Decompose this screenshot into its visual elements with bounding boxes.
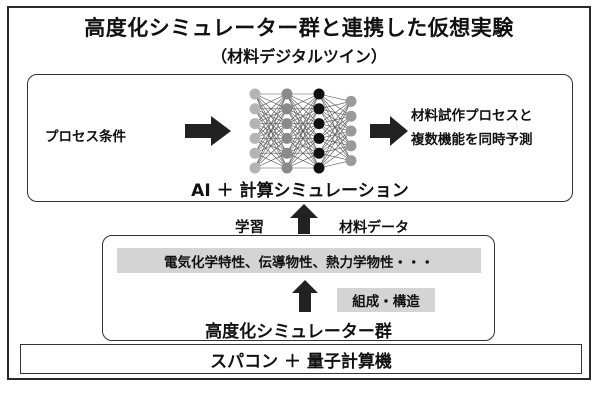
nn-edge: [286, 93, 320, 154]
nn-node: [281, 132, 293, 144]
diagram-title: 高度化シミュレーター群と連携した仮想実験: [84, 16, 514, 40]
nn-node: [345, 110, 357, 122]
nn-node: [313, 132, 325, 144]
diagram-frame: 高度化シミュレーター群と連携した仮想実験 （材料デジタルツイン） プロセス条件 …: [7, 6, 591, 380]
nn-edge: [254, 93, 288, 154]
nn-edge: [318, 130, 352, 169]
nn-edge: [254, 138, 288, 169]
neural-network-nodes: [249, 88, 357, 174]
output-line-1: 材料試作プロセスと: [411, 108, 533, 124]
nn-edge: [254, 93, 288, 139]
nn-edge: [318, 101, 352, 124]
nn-edge: [286, 93, 320, 124]
learning-label: 学習: [235, 220, 264, 236]
nn-node: [345, 95, 357, 107]
nn-edge: [286, 93, 320, 110]
nn-edge: [254, 152, 288, 169]
nn-node: [281, 118, 293, 130]
nn-node: [313, 103, 325, 115]
nn-node: [249, 162, 261, 174]
nn-edge: [254, 93, 288, 124]
nn-node: [313, 162, 325, 174]
input-arrow-icon: [185, 116, 231, 146]
composition-structure-box: 組成・構造: [337, 288, 435, 312]
nn-node: [313, 88, 325, 100]
nn-edge: [318, 145, 352, 169]
nn-node: [249, 103, 261, 115]
nn-node: [281, 103, 293, 115]
nn-node: [345, 140, 357, 152]
learning-up-arrow-icon: [290, 204, 318, 234]
nn-node: [281, 88, 293, 100]
nn-node: [249, 132, 261, 144]
nn-node: [313, 147, 325, 159]
material-data-label: 材料データ: [339, 220, 409, 236]
nn-node: [313, 118, 325, 130]
output-line-2: 複数機能を同時予測: [411, 132, 533, 148]
nn-edge: [286, 123, 320, 169]
nn-node: [345, 155, 357, 167]
nn-edge: [254, 123, 288, 169]
nn-node: [281, 162, 293, 174]
nn-node: [249, 88, 261, 100]
nn-node: [249, 147, 261, 159]
nn-node: [345, 125, 357, 137]
nn-node: [281, 147, 293, 159]
output-arrow-icon: [370, 116, 408, 146]
nn-edge: [254, 108, 288, 169]
nn-edge: [318, 101, 352, 169]
nn-edge: [286, 152, 320, 169]
simulator-up-arrow-icon: [292, 280, 318, 312]
nn-edge: [286, 108, 320, 169]
process-conditions-label: プロセス条件: [45, 129, 126, 145]
neural-network-edges: [254, 93, 352, 169]
nn-edge: [254, 93, 288, 110]
ai-computation-label: AI ＋ 計算シミュレーション: [191, 181, 409, 201]
diagram-subtitle: （材料デジタルツイン）: [211, 47, 387, 66]
nn-edge: [286, 93, 320, 169]
prediction-output-label: 材料試作プロセスと 複数機能を同時予測: [411, 104, 533, 152]
ai-simulation-box: [27, 74, 573, 202]
hardware-box: スパコン ＋ 量子計算機: [20, 344, 582, 374]
material-properties-band: 電気化学特性、伝導物性、熱力学物性・・・: [117, 248, 481, 273]
simulator-group-box: [102, 235, 495, 341]
neural-network-icon: [249, 88, 357, 174]
nn-edge: [318, 101, 352, 139]
nn-edge: [254, 93, 288, 169]
nn-edge: [286, 93, 320, 139]
nn-edge: [286, 138, 320, 169]
nn-node: [249, 118, 261, 130]
nn-edge: [318, 101, 352, 154]
simulator-group-label: 高度化シミュレーター群: [205, 322, 392, 342]
nn-edge: [318, 116, 352, 169]
